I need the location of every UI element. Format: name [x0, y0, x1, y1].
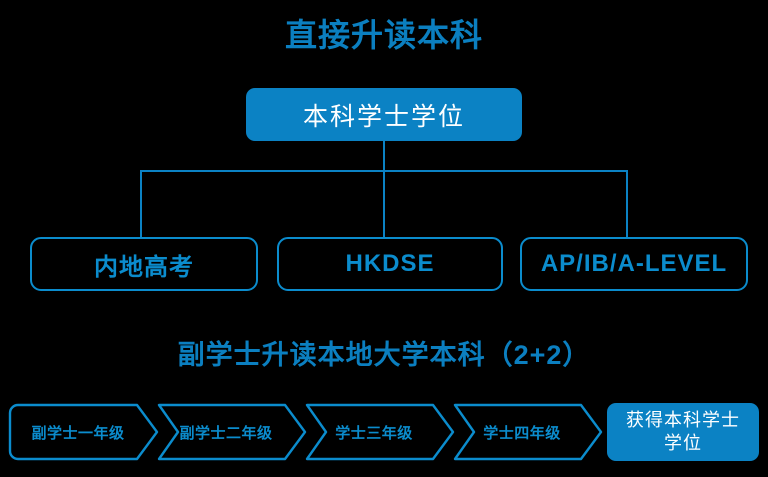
node-pathway-international-label: AP/IB/A-LEVEL [540, 250, 728, 277]
flow-step-associate-year-2[interactable]: 副学士二年级 [156, 403, 308, 461]
flow-step-bachelor-year-4-label: 学士四年级 [483, 424, 561, 442]
chevron-shape-icon [305, 403, 455, 461]
pathway-row: 内地高考 HKDSE AP/IB/A-LEVEL [0, 237, 768, 293]
connector-stem-vertical [383, 141, 385, 172]
flow-step-degree-awarded[interactable]: 获得本科学士学位 [607, 403, 759, 461]
flow-step-bachelor-year-4[interactable]: 学士四年级 [452, 403, 604, 461]
connector-drop-center [383, 170, 385, 238]
node-bachelor-degree-label: 本科学士学位 [302, 102, 465, 131]
flow-step-bachelor-year-3-label: 学士三年级 [335, 424, 413, 442]
flow-step-associate-year-1[interactable]: 副学士一年级 [8, 403, 160, 461]
flow-step-degree-awarded-label: 获得本科学士学位 [626, 410, 740, 453]
section-title-associate-pathway: 副学士升读本地大学本科（2+2） [177, 340, 591, 370]
chevron-shape-icon [453, 403, 603, 461]
section-title-direct-admission: 直接升读本科 [284, 17, 483, 53]
flow-step-bachelor-year-3[interactable]: 学士三年级 [304, 403, 456, 461]
node-bachelor-degree[interactable]: 本科学士学位 [246, 88, 522, 141]
connector-drop-right [626, 170, 628, 238]
progression-flow-row: 副学士一年级 副学士二年级 学士三年级 学士四年级 获得本科学士学位 [0, 403, 768, 463]
chevron-shape-icon [157, 403, 307, 461]
node-pathway-hkdse-label: HKDSE [345, 250, 435, 277]
flow-step-associate-year-1-label: 副学士一年级 [31, 424, 125, 442]
chevron-shape-icon [8, 403, 159, 461]
flow-step-associate-year-2-label: 副学士二年级 [179, 424, 273, 442]
connector-drop-left [140, 170, 142, 238]
node-pathway-international[interactable]: AP/IB/A-LEVEL [520, 237, 748, 291]
node-pathway-gaokao[interactable]: 内地高考 [30, 237, 258, 291]
node-pathway-hkdse[interactable]: HKDSE [277, 237, 503, 291]
node-pathway-gaokao-label: 内地高考 [94, 253, 194, 281]
